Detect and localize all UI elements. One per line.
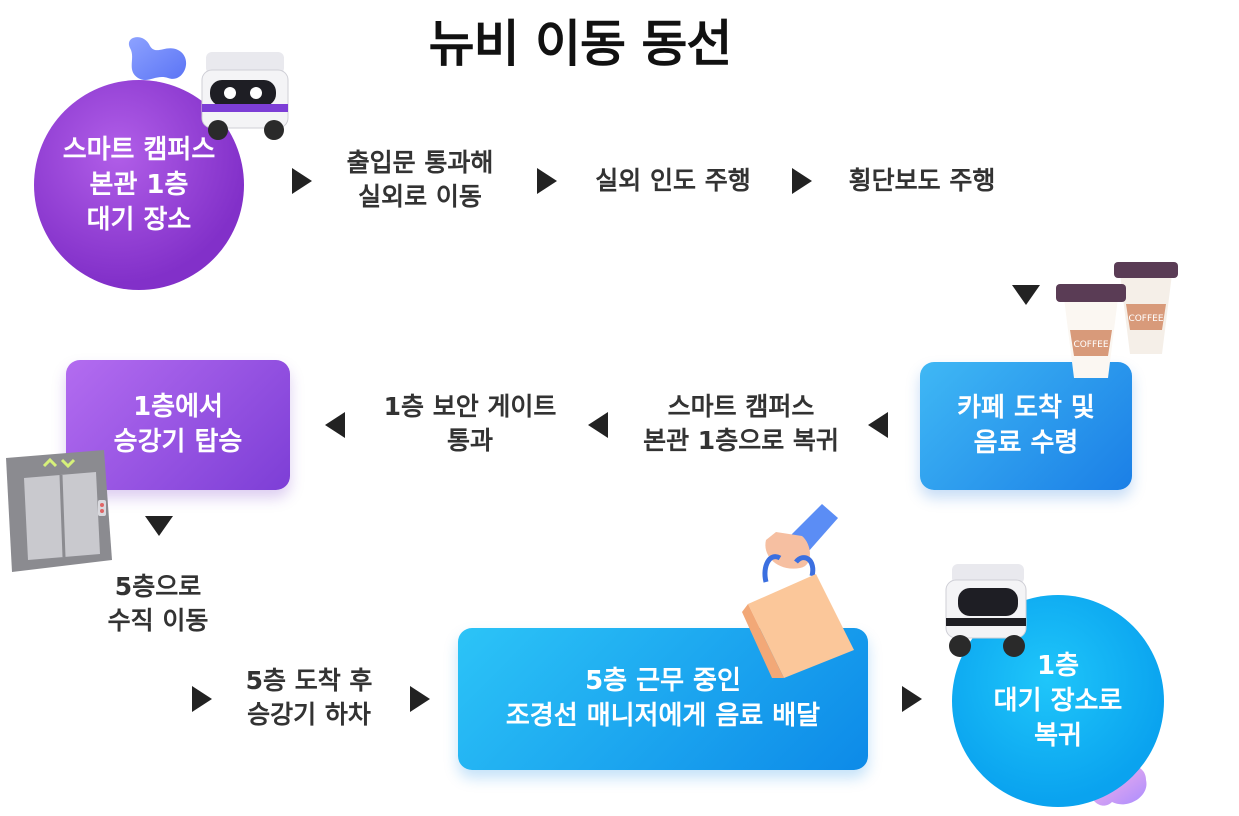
arrow-right-1 xyxy=(292,168,312,194)
arrow-down-2 xyxy=(145,516,173,536)
arrow-down-1 xyxy=(1012,285,1040,305)
diagram-title: 뉴비 이동 동선 xyxy=(428,15,733,73)
deliver-node: 5층 근무 중인 조경선 매니저에게 음료 배달 xyxy=(458,628,868,770)
return-node: 1층 대기 장소로 복귀 xyxy=(952,595,1164,807)
step-crosswalk: 횡단보도 주행 xyxy=(848,166,996,195)
delivery-robot-icon xyxy=(196,44,296,144)
svg-text:COFFEE: COFFEE xyxy=(1073,340,1108,350)
shopping-bag-icon xyxy=(742,500,862,680)
arrow-left-3 xyxy=(325,412,345,438)
delivery-robot-icon-return xyxy=(938,558,1034,662)
step-sidewalk: 실외 인도 주행 xyxy=(595,166,751,195)
arrow-right-2 xyxy=(537,168,557,194)
arrow-left-1 xyxy=(868,412,888,438)
coffee-cups-icon: COFFEE COFFEE xyxy=(1050,258,1180,380)
svg-text:COFFEE: COFFEE xyxy=(1128,314,1163,324)
arrow-left-2 xyxy=(588,412,608,438)
arrow-right-6 xyxy=(902,686,922,712)
cafe-node: 카페 도착 및 음료 수령 xyxy=(920,362,1132,490)
elevator-icon xyxy=(0,444,118,574)
arrow-right-3 xyxy=(792,168,812,194)
decor-blob-top xyxy=(122,34,192,90)
arrow-right-5 xyxy=(410,686,430,712)
arrow-right-4 xyxy=(192,686,212,712)
